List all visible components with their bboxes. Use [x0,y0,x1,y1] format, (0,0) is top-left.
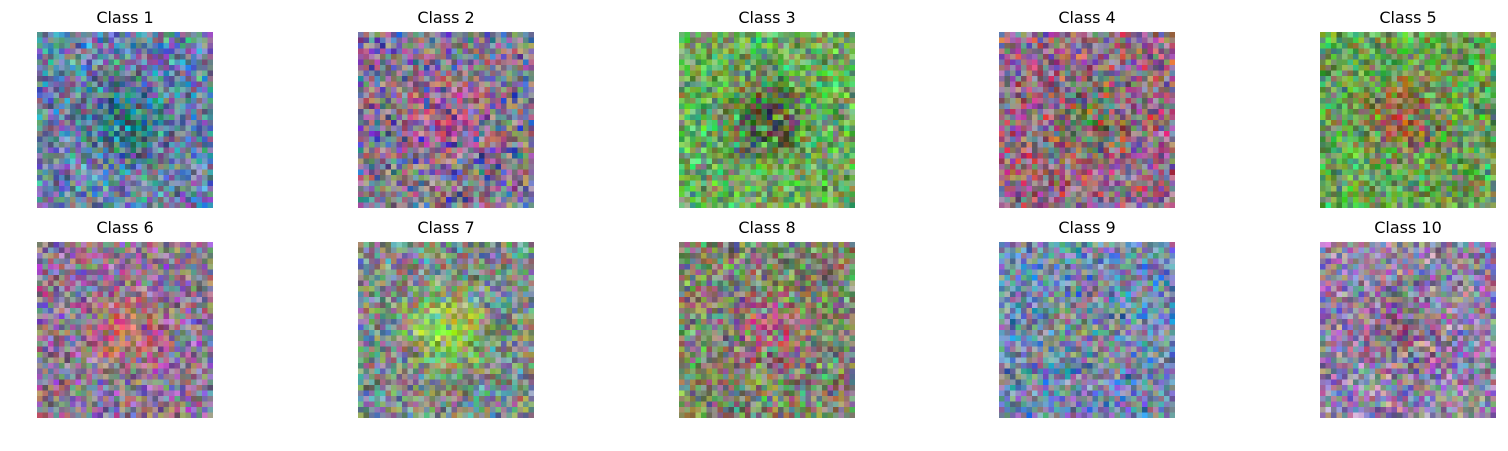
panel-title: Class 6 [96,218,154,237]
weight-image [999,32,1175,208]
weight-image [679,242,855,418]
panel-title: Class 1 [96,8,154,27]
weight-image [1320,242,1496,418]
weight-image [679,32,855,208]
panel-title: Class 3 [738,8,796,27]
weight-image [1320,32,1496,208]
panel-title: Class 9 [1058,218,1116,237]
panel-title: Class 8 [738,218,796,237]
panel-title: Class 5 [1379,8,1437,27]
weight-image [358,32,534,208]
weight-image [37,242,213,418]
panel-title: Class 2 [417,8,475,27]
weight-image [37,32,213,208]
panel-title: Class 4 [1058,8,1116,27]
weight-image [999,242,1175,418]
panel-title: Class 10 [1374,218,1442,237]
weight-image [358,242,534,418]
panel-title: Class 7 [417,218,475,237]
